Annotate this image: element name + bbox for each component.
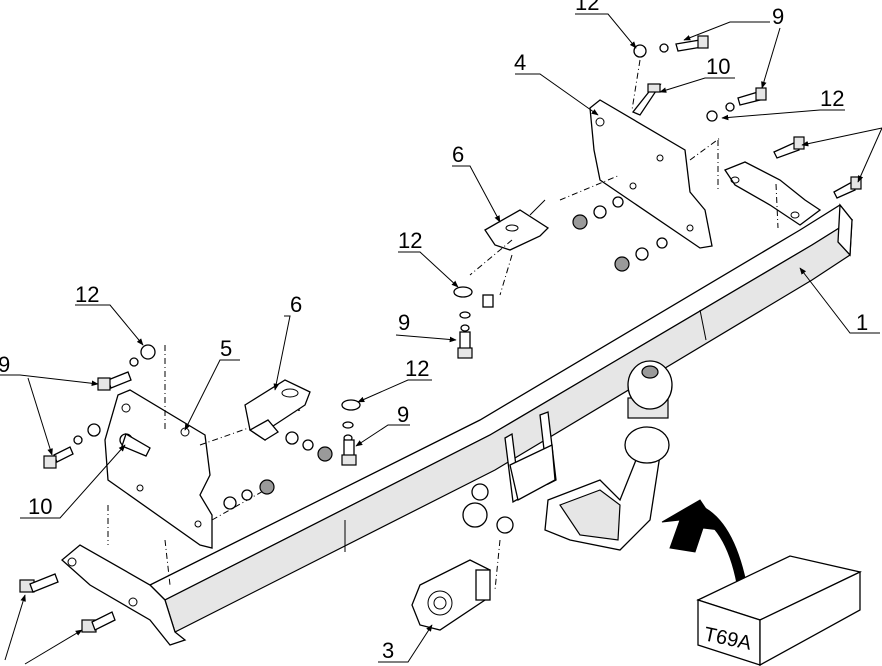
crossbar xyxy=(61,161,853,646)
label-part-4: 4 xyxy=(514,50,526,75)
label-part-10-top: 10 xyxy=(706,54,730,79)
label-part-3: 3 xyxy=(382,638,394,663)
socket-plate xyxy=(411,539,501,631)
label-part-9-left-middle: 9 xyxy=(397,402,409,427)
part-labels: 12 9 10 4 12 6 12 9 1 12 6 5 9 12 9 10 3 xyxy=(0,0,868,663)
bracket-left xyxy=(244,379,311,441)
label-part-12-middle: 12 xyxy=(398,228,422,253)
label-part-12-top: 12 xyxy=(575,0,599,15)
tow-hitch xyxy=(462,360,673,551)
label-part-9-middle: 9 xyxy=(398,310,410,335)
label-part-12-left-middle: 12 xyxy=(405,356,429,381)
leader-lines xyxy=(0,13,882,665)
label-part-12-right: 12 xyxy=(820,86,844,111)
label-part-9-top: 9 xyxy=(772,4,784,29)
label-part-10-left: 10 xyxy=(28,494,52,519)
label-part-5: 5 xyxy=(220,336,232,361)
label-part-9-left: 9 xyxy=(0,352,10,377)
right-mounting-plate xyxy=(559,59,721,249)
fasteners xyxy=(19,35,862,633)
label-part-12-left: 12 xyxy=(75,282,99,307)
label-part-6-right: 6 xyxy=(452,142,464,167)
label-part-6-left: 6 xyxy=(290,292,302,317)
label-part-1: 1 xyxy=(856,310,868,335)
bracket-right xyxy=(469,199,550,296)
kit-box: T69A xyxy=(696,555,862,666)
